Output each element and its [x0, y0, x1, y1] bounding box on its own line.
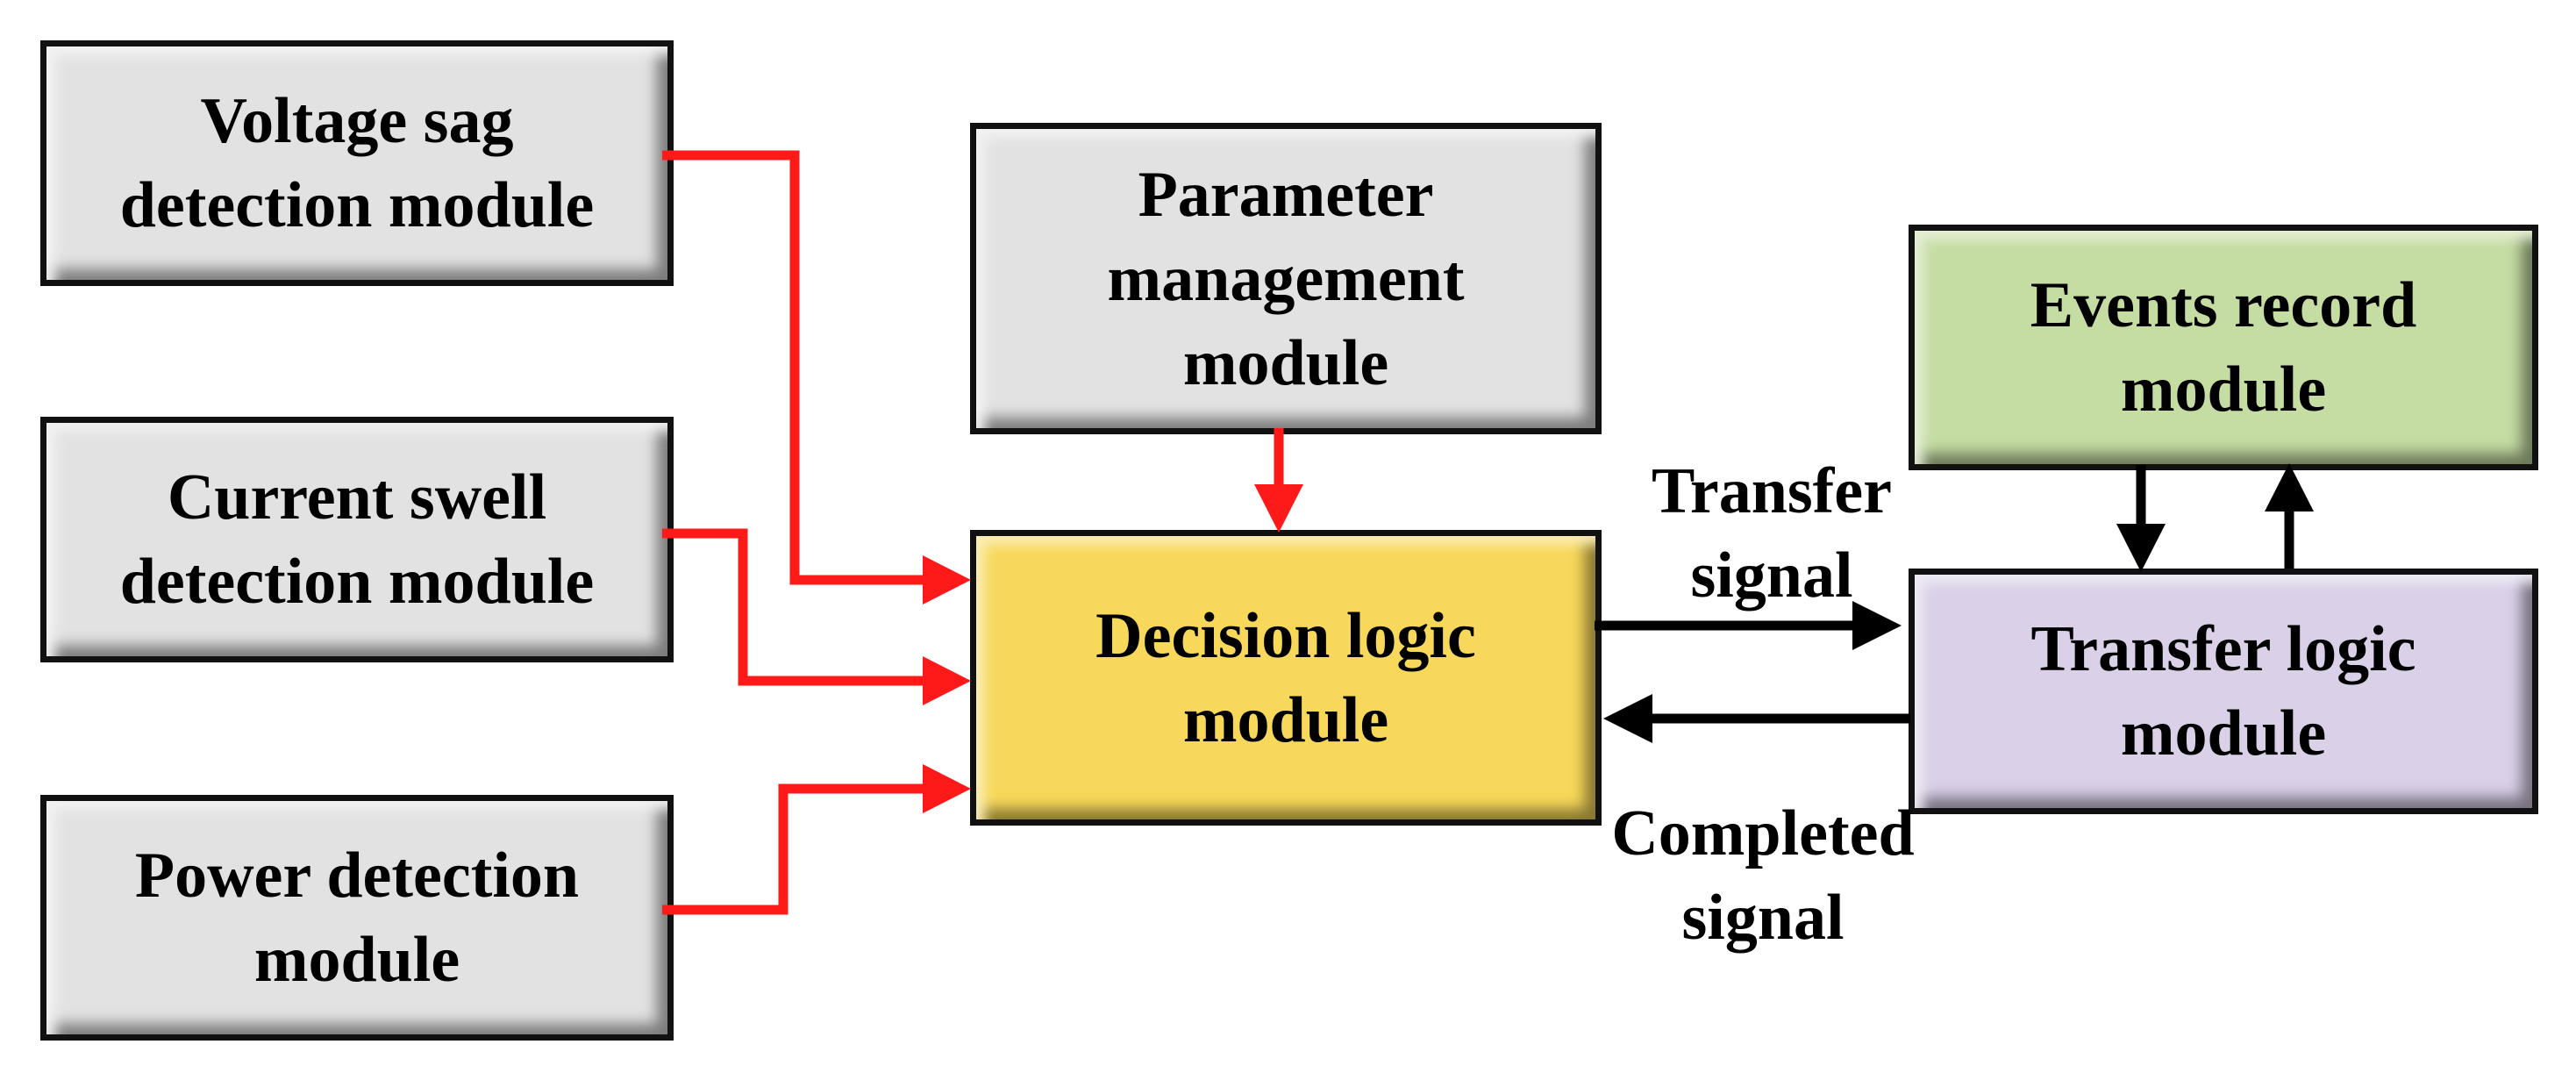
current-swell-detection-module-label: Current swell detection module [119, 461, 595, 618]
arrowhead-icon [2265, 463, 2314, 511]
edge-power-detection-to-decision [662, 764, 971, 915]
arrowhead-icon [923, 555, 971, 604]
edge-parameter-to-decision [1254, 428, 1303, 533]
edge-transfer-to-events [2265, 463, 2314, 569]
edge-transfer-to-decision [1603, 694, 1910, 743]
power-detection-module: Power detection module [40, 795, 674, 1041]
arrowhead-icon [1852, 601, 1902, 650]
arrowhead-icon [923, 656, 971, 705]
voltage-sag-detection-module-label: Voltage sag detection module [119, 85, 595, 241]
parameter-management-module-label: Parameter management module [1107, 158, 1465, 399]
transfer-signal-label: Transfer signal [1652, 455, 1892, 612]
decision-logic-module-label: Decision logic module [1095, 599, 1476, 756]
edge-events-to-transfer [2116, 465, 2166, 572]
parameter-management-module: Parameter management module [970, 123, 1602, 434]
transfer-logic-module: Transfer logic module [1909, 569, 2538, 814]
arrowhead-icon [923, 764, 971, 813]
transfer-logic-module-label: Transfer logic module [2030, 613, 2416, 769]
edge-decision-to-transfer [1595, 601, 1902, 650]
events-record-module: Events record module [1909, 225, 2538, 470]
current-swell-detection-module: Current swell detection module [40, 417, 674, 662]
arrowhead-icon [1254, 484, 1303, 533]
decision-logic-module: Decision logic module [970, 530, 1602, 826]
completed-signal-label: Completed signal [1611, 798, 1915, 954]
edge-voltage-sag-to-decision [662, 150, 971, 604]
voltage-sag-detection-module: Voltage sag detection module [40, 40, 674, 286]
edge-current-swell-to-decision [662, 528, 971, 705]
arrowhead-icon [2116, 524, 2166, 572]
events-record-module-label: Events record module [2030, 269, 2417, 426]
arrowhead-icon [1603, 694, 1652, 743]
power-detection-module-label: Power detection module [134, 840, 580, 996]
